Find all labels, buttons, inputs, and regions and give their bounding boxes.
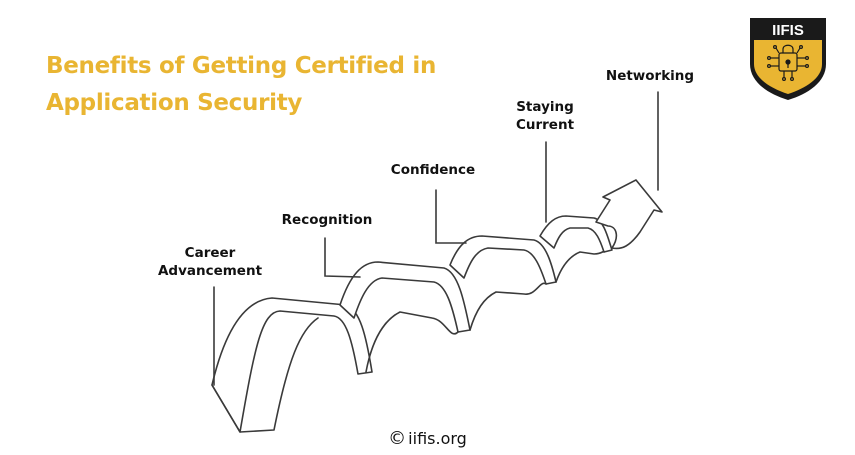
leader-line-recognition: [324, 237, 361, 278]
label-career-advancement: Career Advancement: [150, 244, 270, 280]
ribbon-arrow-head: [595, 179, 663, 250]
label-career-line2: Advancement: [157, 263, 263, 279]
label-staying-line2: Current: [515, 117, 575, 133]
page-title: Benefits of Getting Certified in Applica…: [46, 53, 437, 116]
label-confidence: Confidence: [390, 162, 476, 178]
footer-site: iifis.org: [408, 429, 467, 448]
label-networking: Networking: [605, 68, 695, 84]
label-staying-current: Staying Current: [490, 98, 600, 134]
circuit-lock-icon: [767, 44, 809, 81]
label-career-line1: Career: [184, 245, 236, 261]
ribbon-segment-3-fold: [469, 282, 547, 331]
label-staying-line1: Staying: [516, 99, 574, 115]
footer-credit: ©iifis.org: [0, 428, 855, 449]
ribbon-segment-1: [211, 297, 373, 433]
copyright-icon: ©: [388, 428, 407, 449]
ribbon-segment-2-fold: [365, 311, 459, 373]
label-recognition: Recognition: [281, 212, 373, 228]
logo-text: IIFIS: [772, 22, 804, 39]
leader-line-confidence: [435, 189, 467, 244]
ribbon-segment-4-fold: [555, 250, 605, 283]
iifis-logo: IIFIS: [750, 18, 826, 100]
ribbon-segment-1-fold: [211, 317, 319, 433]
